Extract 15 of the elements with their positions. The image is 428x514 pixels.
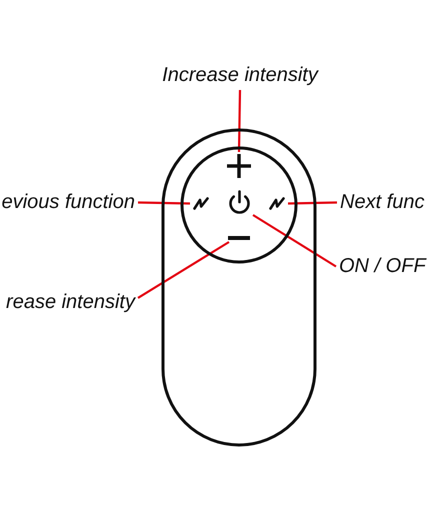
callout-label: rease intensity bbox=[6, 291, 135, 314]
callout-label: ON / OFF bbox=[339, 255, 426, 278]
callout-label: Increase intensity bbox=[162, 64, 318, 87]
leader-line bbox=[252, 214, 337, 268]
lightning-icon bbox=[269, 197, 285, 210]
lightning-icon bbox=[193, 197, 209, 210]
minus-icon bbox=[228, 236, 250, 240]
plus-icon bbox=[227, 154, 251, 178]
leader-line bbox=[288, 201, 338, 205]
power-icon bbox=[228, 190, 251, 214]
callout-label: evious function bbox=[2, 191, 135, 214]
callout-label: Next func bbox=[340, 191, 424, 214]
leader-line bbox=[137, 241, 230, 299]
leader-line bbox=[138, 201, 190, 205]
leader-line bbox=[238, 90, 242, 152]
